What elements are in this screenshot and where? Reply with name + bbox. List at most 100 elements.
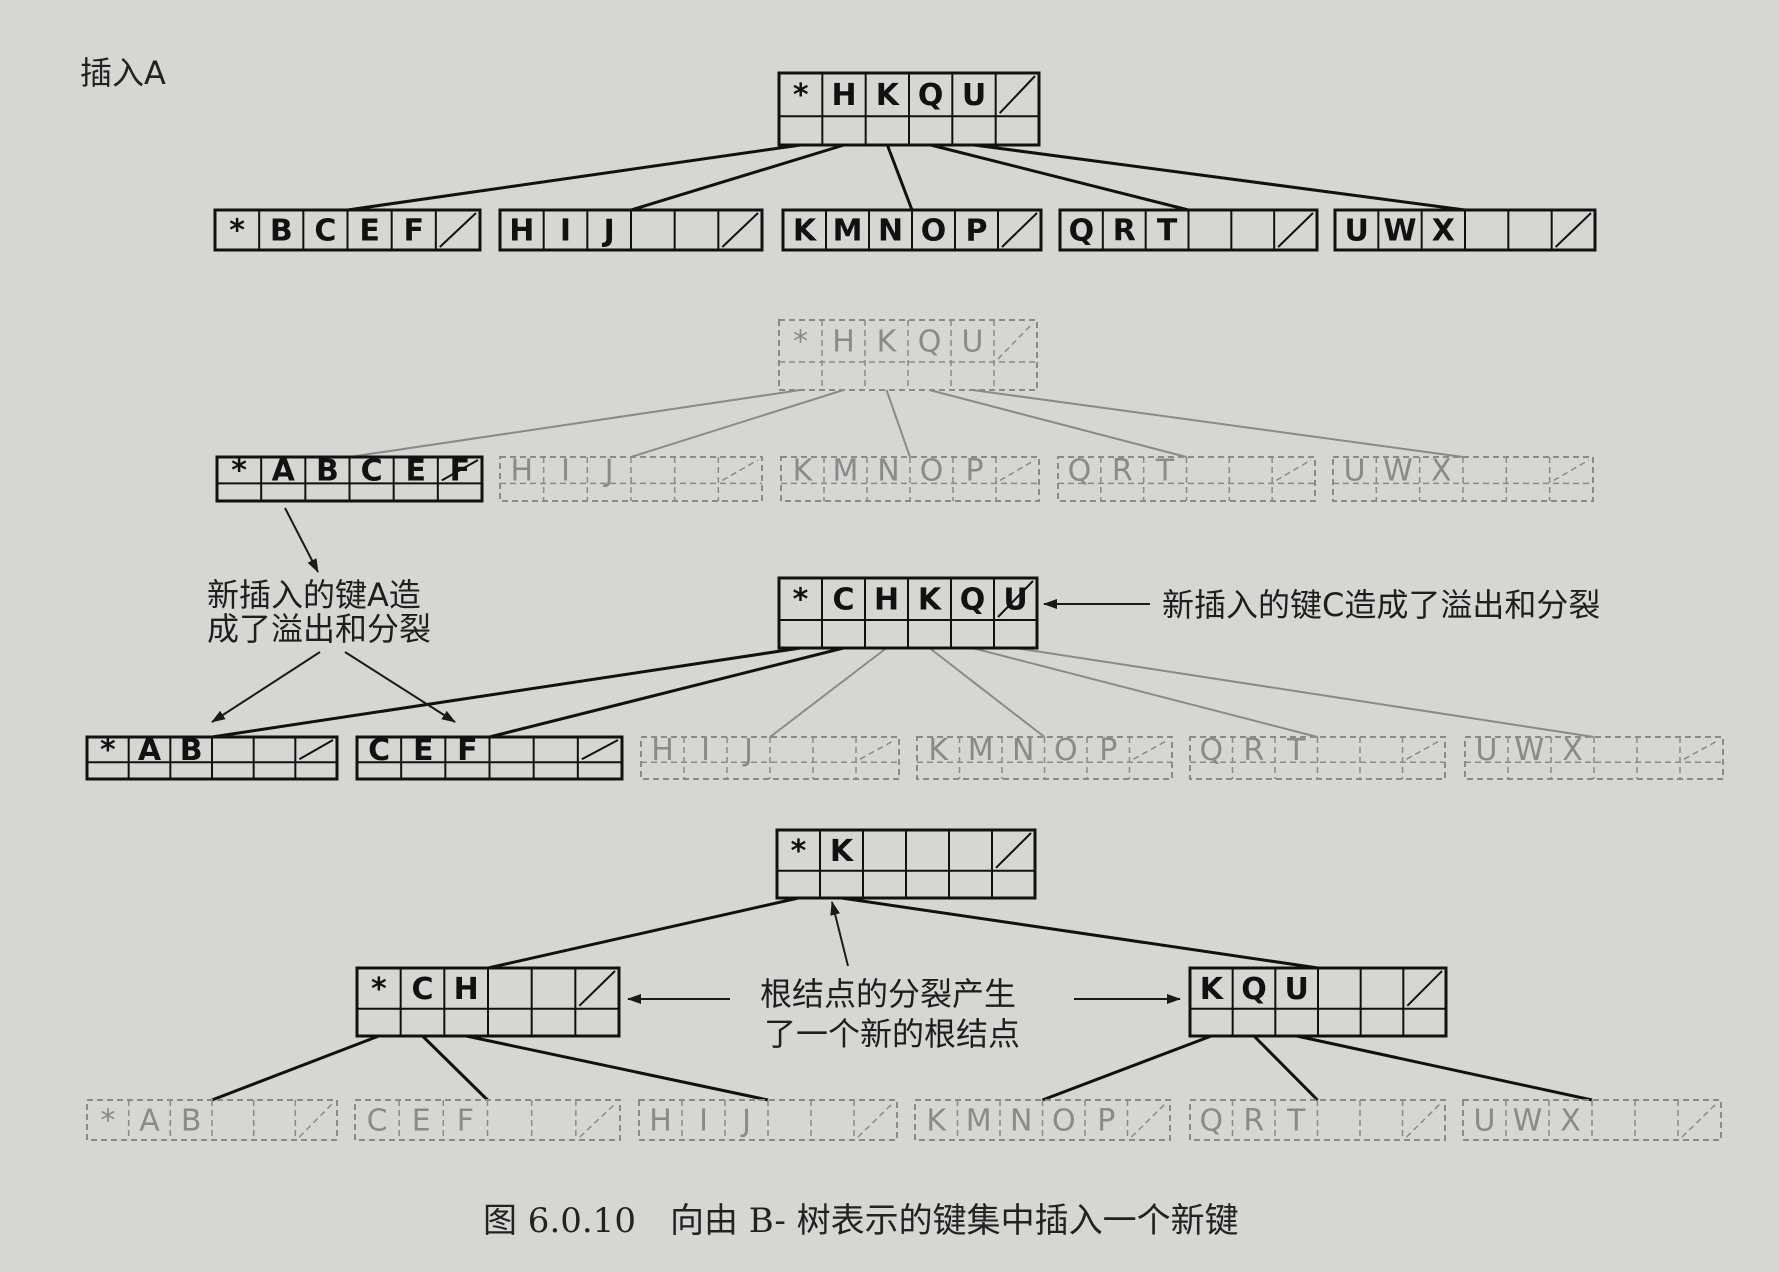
stage2-leaf-2-key: P <box>965 454 983 489</box>
stage4-leaf-1-key: F <box>457 1104 474 1139</box>
stage3-leaf-5-end-slash <box>1683 739 1720 760</box>
stage4-leaf-0-key: * <box>100 1104 115 1139</box>
stage1-leaf-2-key: K <box>793 214 818 249</box>
stage4-leaf-1-key: E <box>412 1104 431 1139</box>
stage4-leaf-2-key: I <box>699 1104 708 1139</box>
stage4-root-edge-0 <box>487 896 799 970</box>
stage3-leaf-0-key: B <box>180 733 203 768</box>
stage1-leaf-1-key: J <box>602 214 615 249</box>
stage2-leaf-0-key: A <box>272 454 296 489</box>
stage4-internal-1-key: Q <box>1241 972 1267 1007</box>
stage2-leaf-2-key: N <box>877 454 899 489</box>
stage2-leaf-2-key: M <box>833 454 859 489</box>
note-root-split-line2: 了一个新的根结点 <box>764 1015 1020 1053</box>
stage2-root-end-slash <box>997 322 1034 360</box>
stage3-leaf-2-key: I <box>701 733 710 768</box>
stage1-leaf-3-key: Q <box>1069 214 1095 249</box>
stage4-leaf-3-key: K <box>926 1104 947 1139</box>
stage2-root-outline <box>778 319 1038 391</box>
stage2-leaf-2-end-slash <box>999 459 1036 482</box>
stage1-leaf-1-key: H <box>509 214 534 249</box>
stage3-leaf-2-key: H <box>651 733 674 768</box>
stage1-leaf-2-key: N <box>878 214 903 249</box>
stage1-leaf-0-key: E <box>359 214 380 249</box>
stage3-leaf-4-key: Q <box>1199 733 1223 768</box>
stage1-leaf-2-key: O <box>921 214 947 249</box>
stage4-leaf-4-key: T <box>1286 1104 1306 1139</box>
stage3-leaf-5-key: U <box>1476 733 1498 768</box>
stage2-root-key: U <box>962 325 984 360</box>
stage3-leaf-3-key: P <box>1099 733 1117 768</box>
stage4-leaf-4-key: Q <box>1199 1104 1223 1139</box>
stage4-leaf-2-outline <box>638 1099 898 1141</box>
stage3-leaf-5-key: X <box>1562 733 1583 768</box>
stage1-root-key: Q <box>918 78 944 113</box>
stage2-leaf-4-key: W <box>1383 454 1413 489</box>
stage4-leaf-3-key: P <box>1097 1104 1115 1139</box>
figure-caption: 图 6.0.10 向由 B- 树表示的键集中插入一个新键 <box>483 1201 1239 1241</box>
stage3-root-key: U <box>1003 583 1027 618</box>
stage1-edge-3 <box>930 143 1189 212</box>
stage3-root-key: C <box>832 583 854 618</box>
arrow-to-leaf-ab <box>211 651 321 723</box>
stage2-leaf-4-key: U <box>1344 454 1366 489</box>
stage3-root-key: Q <box>960 583 986 618</box>
stage4-leaf-edge-3 <box>1041 1034 1212 1102</box>
stage3-leaf-3-end-slash <box>1133 739 1169 760</box>
stage2-leaf-0-key: F <box>450 454 471 489</box>
note-overflow-c: 新插入的键C造成了溢出和分裂 <box>1162 586 1600 624</box>
stage4-leaf-edge-5 <box>1296 1034 1593 1102</box>
stage3-leaf-4-end-slash <box>1406 739 1442 760</box>
stage1-leaf-1-key: I <box>560 214 571 249</box>
stage1-leaf-4-end-slash <box>1554 212 1592 248</box>
stage1-edge-2 <box>885 144 914 211</box>
stage4-internal-1-key: U <box>1284 972 1308 1007</box>
stage3-leaf-1-key: E <box>413 733 434 768</box>
stage2-leaf-1-key: I <box>561 454 570 489</box>
stage2-root-key: Q <box>918 325 942 360</box>
stage3-leaf-3-key: O <box>1054 733 1078 768</box>
stage3-root-end-slash <box>997 580 1034 618</box>
stage4-leaf-5-end-slash <box>1681 1102 1718 1138</box>
stage2-leaf-3-end-slash <box>1275 459 1312 482</box>
stage1-leaf-2-key: M <box>833 214 863 249</box>
stage4-leaf-edge-4 <box>1252 1034 1319 1102</box>
stage2-leaf-3-key: Q <box>1068 454 1092 489</box>
stage1-leaf-1-end-slash <box>721 212 759 248</box>
stage4-leaf-4-end-slash <box>1405 1102 1442 1138</box>
stage2-root-key: * <box>793 325 808 360</box>
stage2-leaf-3-key: R <box>1112 454 1133 489</box>
stage3-edge-4 <box>972 647 1318 738</box>
step-label: 插入A <box>80 54 166 92</box>
note-root-split-line1: 根结点的分裂产生 <box>760 975 1016 1013</box>
stage2-leaf-0-key: B <box>316 454 339 489</box>
note-overflow-a-line2: 成了溢出和分裂 <box>207 610 431 648</box>
stage4-leaf-1-key: C <box>367 1104 388 1139</box>
stage4-leaf-5-key: X <box>1560 1104 1581 1139</box>
stage1-root-end-slash <box>998 75 1036 114</box>
stage1-leaf-4-key: X <box>1432 214 1455 249</box>
stage2-leaf-0-key: C <box>361 454 383 489</box>
stage2-leaf-3-key: T <box>1155 454 1175 489</box>
stage1-edge-4 <box>973 143 1466 212</box>
stage1-edge-1 <box>630 143 845 212</box>
stage3-leaf-3-key: M <box>968 733 994 768</box>
stage4-leaf-0-key: A <box>139 1104 160 1139</box>
